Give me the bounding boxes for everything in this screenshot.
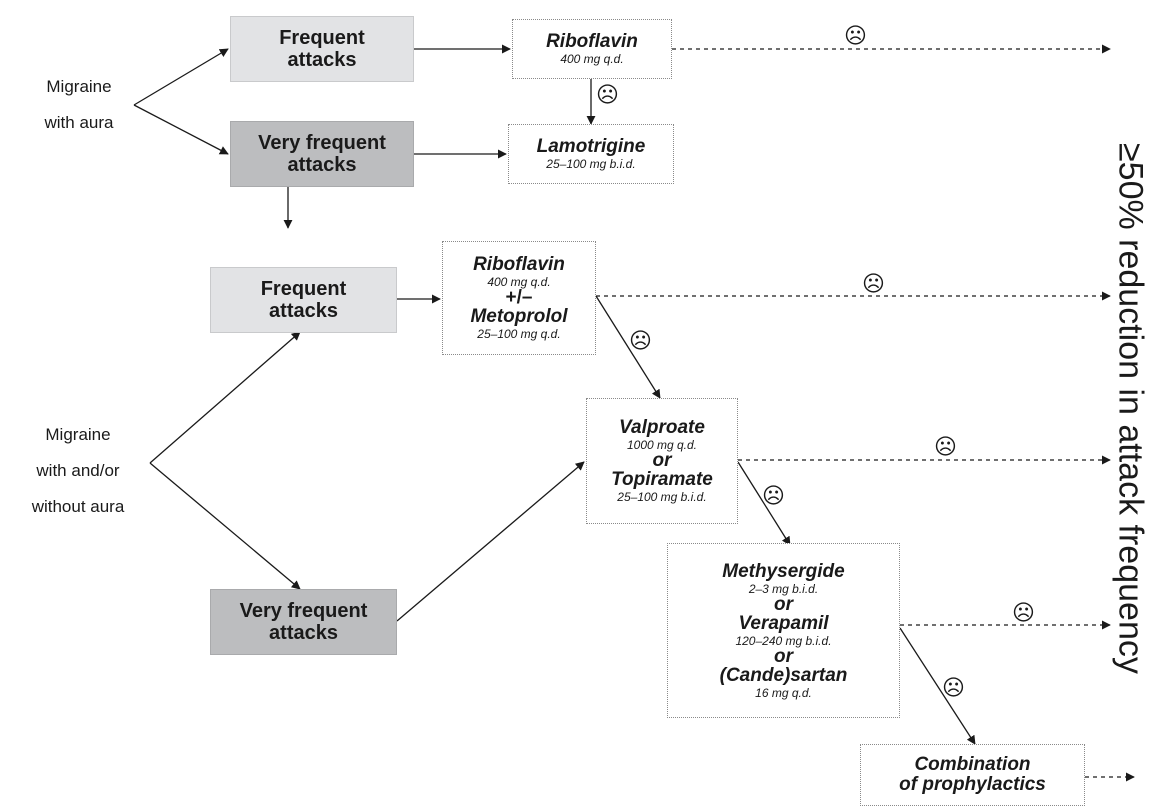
arrow-very-frequent2-to-valproate — [396, 461, 585, 622]
sad-face-icon: ☹ — [862, 271, 885, 296]
arrow-riboflavin-metoprolol-to-valproate — [595, 295, 661, 399]
frequent-attacks-box-top: Frequent attacks — [230, 16, 414, 82]
frequent-attacks-box-bottom: Frequent attacks — [210, 267, 397, 333]
sad-face-icon: ☹ — [762, 483, 785, 508]
very-frequent-attacks-box-bottom: Very frequent attacks — [210, 589, 397, 655]
migraine-with-aura-label: Migraine with aura — [44, 77, 114, 132]
sad-face-icon: ☹ — [596, 82, 619, 107]
arrow-aura-to-frequent — [133, 48, 229, 106]
methysergide-verapamil-sartan-box: Methysergide 2–3 mg b.i.d. or Verapamil … — [667, 543, 900, 718]
sad-face-icon: ☹ — [629, 328, 652, 353]
outcome-label-container: ≥50% reduction in attack frequency — [1102, 88, 1154, 728]
arrow-mixed-to-very-frequent2 — [149, 462, 301, 590]
migraine-mixed-label: Migraine with and/or without aura — [31, 425, 125, 516]
valproate-topiramate-box: Valproate 1000 mg q.d. or Topiramate 25–… — [586, 398, 738, 524]
riboflavin-box-top: Riboflavin 400 mg q.d. — [512, 19, 672, 79]
sad-face-icon: ☹ — [1012, 600, 1035, 625]
riboflavin-metoprolol-box: Riboflavin 400 mg q.d. +/– Metoprolol 25… — [442, 241, 596, 355]
combination-prophylactics-box: Combination of prophylactics — [860, 744, 1085, 806]
arrow-methysergide-to-combination — [899, 627, 976, 745]
sad-face-icon: ☹ — [934, 434, 957, 459]
sad-face-icon: ☹ — [844, 23, 867, 48]
arrow-mixed-to-frequent2 — [149, 331, 301, 464]
sad-face-icon: ☹ — [942, 675, 965, 700]
outcome-label: ≥50% reduction in attack frequency — [1111, 142, 1150, 674]
arrow-valproate-to-methysergide — [737, 461, 791, 546]
arrow-aura-to-very-frequent — [133, 104, 229, 155]
lamotrigine-box: Lamotrigine 25–100 mg b.i.d. — [508, 124, 674, 184]
very-frequent-attacks-box-top: Very frequent attacks — [230, 121, 414, 187]
